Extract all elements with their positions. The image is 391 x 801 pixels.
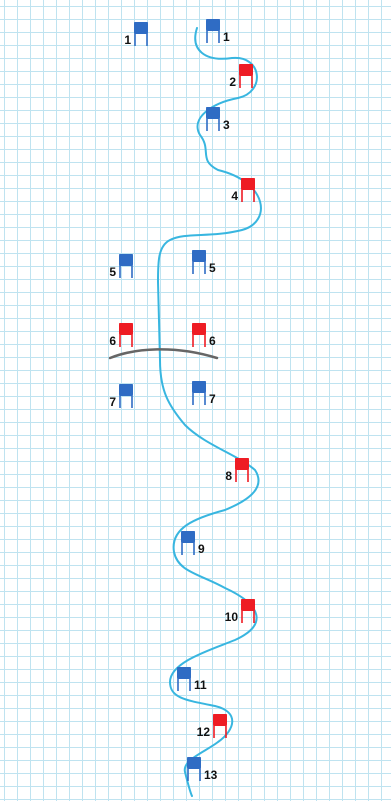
gate-g9: 9 (181, 531, 205, 556)
gate-number-label: 11 (194, 678, 207, 692)
gate-number-label: 13 (204, 768, 218, 782)
gate-number-label: 10 (225, 610, 239, 624)
gate-number-label: 12 (197, 725, 211, 739)
gate-g7b: 7 (192, 381, 216, 406)
gate-g2: 2 (229, 64, 253, 89)
gate-g1b: 1 (206, 19, 230, 44)
gate-head (192, 323, 206, 335)
gate-head (134, 22, 148, 34)
gate-g8: 8 (225, 458, 249, 483)
gate-g5b: 5 (192, 250, 216, 275)
gate-number-label: 5 (109, 265, 116, 279)
gate-head (177, 667, 191, 679)
gate-head (206, 107, 220, 119)
gate-number-label: 1 (223, 30, 230, 44)
gate-head (187, 757, 201, 769)
gate-number-label: 2 (229, 75, 236, 89)
course-path (158, 28, 261, 796)
gate-head (192, 381, 206, 393)
gate-head (213, 714, 227, 726)
gate-head (241, 178, 255, 190)
gate-g11: 11 (177, 667, 207, 692)
gate-head (241, 599, 255, 611)
gate-number-label: 6 (209, 334, 216, 348)
gate-g1a: 1 (124, 22, 148, 47)
gate-head (192, 250, 206, 262)
gate-g5a: 5 (109, 254, 133, 279)
gate-g6b: 6 (192, 323, 216, 348)
gate-head (235, 458, 249, 470)
bridge-line (110, 349, 217, 358)
gate-head (119, 323, 133, 335)
gate-g4: 4 (231, 178, 255, 203)
gate-number-label: 5 (209, 261, 216, 275)
gate-number-label: 9 (198, 542, 205, 556)
gate-g3: 3 (206, 107, 230, 132)
gate-g10: 10 (225, 599, 255, 624)
gate-number-label: 3 (223, 118, 230, 132)
gate-g6a: 6 (109, 323, 133, 348)
gate-number-label: 1 (124, 33, 131, 47)
gate-head (181, 531, 195, 543)
gate-head (239, 64, 253, 76)
gate-number-label: 4 (231, 189, 238, 203)
gate-number-label: 6 (109, 334, 116, 348)
gate-head (119, 254, 133, 266)
gate-g7a: 7 (109, 384, 133, 409)
gate-head (206, 19, 220, 31)
gate-g12: 12 (197, 714, 227, 739)
gate-head (119, 384, 133, 396)
gate-number-label: 8 (225, 469, 232, 483)
gate-number-label: 7 (109, 395, 116, 409)
gate-number-label: 7 (209, 392, 216, 406)
gate-g13: 13 (187, 757, 218, 782)
